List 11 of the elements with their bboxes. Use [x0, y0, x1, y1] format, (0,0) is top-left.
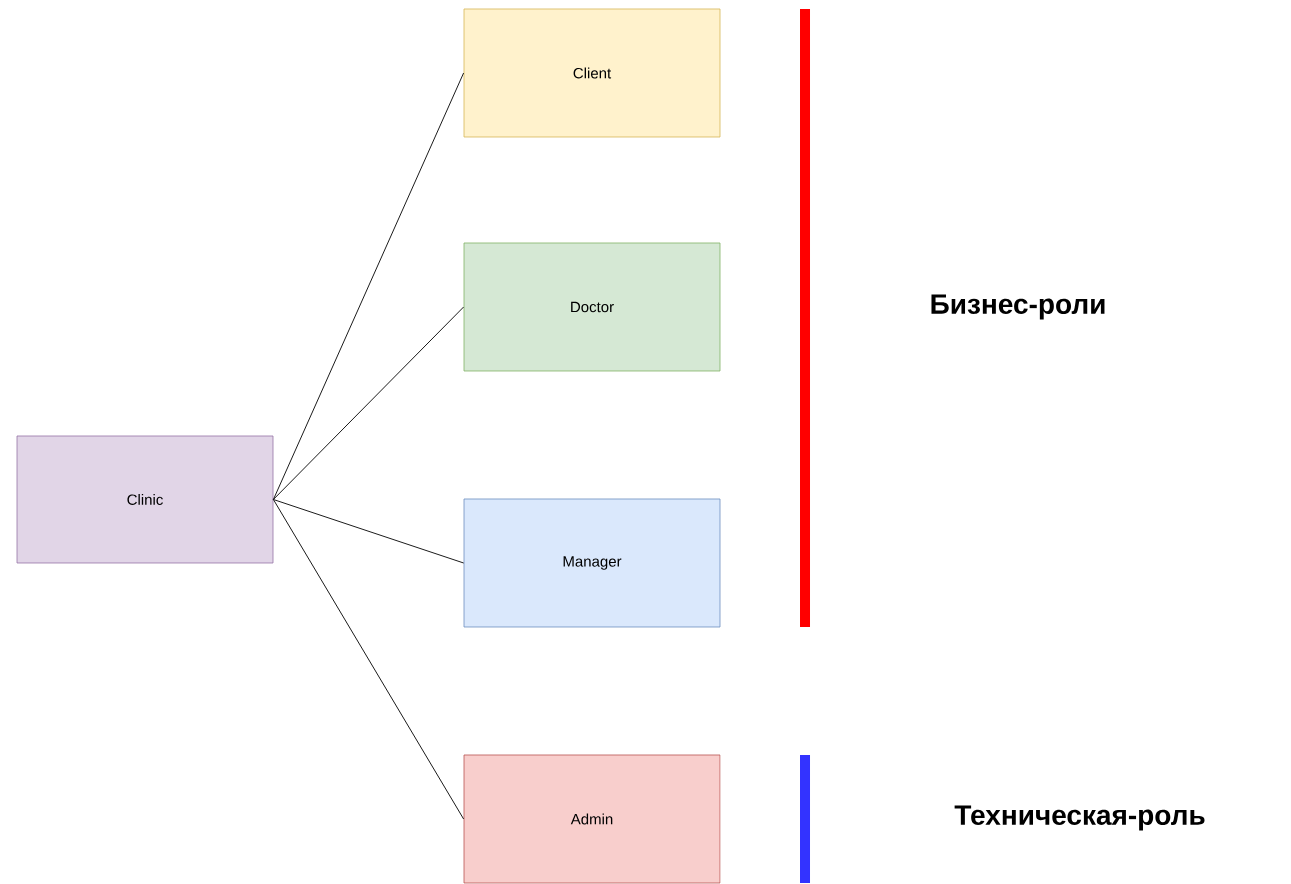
role-box: Client — [463, 8, 721, 138]
group-label: Техническая-роль — [954, 805, 1205, 831]
role-box: Manager — [463, 498, 721, 628]
role-box: Clinic — [16, 435, 274, 564]
role-box: Doctor — [463, 242, 721, 372]
connector-line — [272, 306, 465, 500]
group-label: Бизнес-роли — [931, 294, 1105, 320]
connector-line — [272, 499, 465, 820]
connector-line — [272, 499, 465, 564]
role-box: Admin — [463, 754, 721, 884]
connector-line — [272, 72, 465, 500]
